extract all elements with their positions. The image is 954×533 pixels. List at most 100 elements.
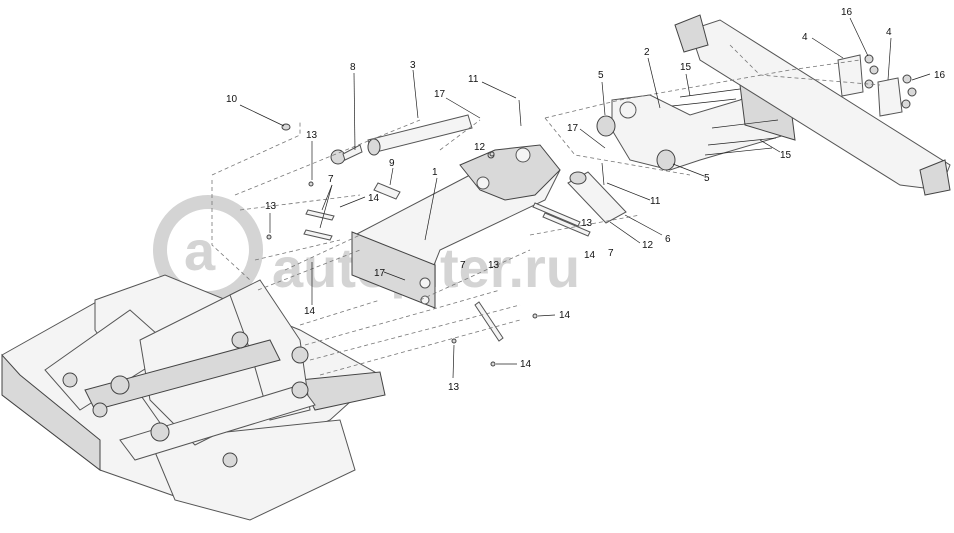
guide-2 — [211, 120, 301, 176]
pin-lever-head — [330, 149, 346, 165]
small-fasteners — [266, 99, 605, 367]
bolt-9 — [373, 182, 401, 200]
washer-14-a — [532, 313, 538, 319]
callout-6: 6 — [665, 234, 671, 245]
guide-1 — [211, 180, 251, 281]
callout-11-a: 11 — [468, 74, 479, 85]
bolt-15-b — [671, 98, 737, 107]
frame-boss-1 — [110, 375, 130, 395]
trailing-arm — [351, 144, 561, 309]
callout-14-b: 14 — [584, 250, 596, 261]
rubber-bushings — [596, 115, 676, 171]
frame-boss-7 — [92, 402, 108, 418]
callout-14-a: 14 — [368, 193, 380, 204]
leader-2 — [647, 57, 661, 109]
bolt-9-shank — [373, 182, 401, 200]
bushing-6-end — [569, 171, 587, 185]
pin-7-c — [474, 301, 504, 342]
callout-17-b: 17 — [567, 123, 579, 134]
callout-1: 1 — [432, 167, 438, 178]
nut-16-a — [864, 54, 874, 64]
callout-4-b: 4 — [886, 27, 892, 38]
callout-10: 10 — [226, 94, 238, 105]
leader-5b — [672, 163, 705, 177]
assembly-guides — [211, 44, 881, 376]
callout-7-c: 7 — [460, 260, 466, 271]
trailing-arm-eye-4 — [420, 295, 430, 305]
nut-16-e — [907, 87, 917, 97]
washer-13-d — [451, 338, 457, 344]
trailing-arm-eye-2 — [476, 176, 490, 190]
frame-crossbeam — [84, 339, 281, 411]
guide-16 — [529, 214, 641, 236]
rubber-bushing-a — [596, 115, 616, 137]
nut-16-b — [869, 65, 879, 75]
nut-10 — [281, 123, 291, 131]
callout-16-a: 16 — [841, 7, 853, 18]
callout-17-a: 17 — [434, 89, 446, 100]
watermark-logo-letter: a — [184, 219, 216, 282]
guide-9 — [304, 289, 501, 346]
callout-11-b: 11 — [650, 196, 661, 207]
washer-13-a — [308, 181, 314, 187]
guide-15 — [729, 44, 881, 86]
callout-15-b: 15 — [780, 150, 792, 161]
tube-end — [367, 138, 381, 156]
guide-5 — [254, 239, 341, 261]
main-frame-assembly — [1, 274, 386, 521]
callout-7-a: 7 — [328, 174, 334, 185]
pin-7-d — [532, 202, 581, 227]
pin-7-a — [305, 209, 335, 221]
washer-12-a — [489, 151, 495, 157]
leader-11a — [481, 81, 517, 99]
bolt-15-e — [704, 147, 773, 156]
bolt-15-c — [711, 119, 779, 129]
leader-17a — [445, 97, 481, 119]
callout-13-b: 13 — [265, 201, 277, 212]
callout-13-e: 13 — [448, 382, 460, 393]
guide-10 — [309, 304, 521, 361]
rubber-bushing-b — [656, 149, 676, 171]
callout-leaders — [239, 17, 931, 379]
bolt-11-a — [518, 99, 522, 127]
frame-crossbeam-lower — [119, 384, 316, 461]
guide-13 — [544, 59, 861, 119]
callout-14-d: 14 — [559, 310, 571, 321]
axle-bracket-4-a — [837, 54, 864, 97]
leader-8 — [353, 72, 356, 151]
callout-8: 8 — [350, 62, 356, 73]
leader-1 — [424, 177, 438, 241]
guide-3 — [234, 119, 421, 196]
nuts-16 — [864, 54, 917, 109]
washer-14-b — [490, 361, 496, 367]
callout-16-b: 16 — [934, 70, 946, 81]
callout-17-c: 17 — [374, 268, 386, 279]
leader-10 — [239, 104, 285, 127]
pin-lever-handle — [342, 144, 363, 161]
callout-13-c: 13 — [581, 218, 593, 229]
nut-16-f — [901, 99, 911, 109]
leader-13c — [452, 344, 455, 379]
callout-14-e: 14 — [520, 359, 532, 370]
leader-14b — [537, 314, 556, 317]
leader-15a — [685, 73, 691, 97]
callout-9: 9 — [389, 158, 395, 169]
trailing-arm-eye-3 — [419, 277, 431, 289]
callout-12-a: 12 — [474, 142, 486, 153]
frame-rail-lower — [149, 419, 356, 521]
callout-13-a: 13 — [306, 130, 318, 141]
guide-11 — [319, 319, 521, 376]
nut-16-d — [902, 74, 912, 84]
leader-4b — [887, 37, 892, 81]
leader-9 — [389, 167, 394, 186]
guide-17 — [419, 249, 531, 301]
leader-15b — [759, 139, 781, 153]
callout-7-b: 7 — [608, 248, 614, 259]
bolt-15-d — [707, 137, 777, 146]
leader-17c — [383, 271, 406, 281]
callout-labels: 1 2 3 4 4 5 5 6 7 7 7 8 9 10 11 11 12 12… — [226, 7, 946, 393]
guide-6 — [257, 249, 361, 291]
leader-16a — [849, 17, 869, 57]
trailing-arm-eye-1 — [515, 147, 531, 163]
